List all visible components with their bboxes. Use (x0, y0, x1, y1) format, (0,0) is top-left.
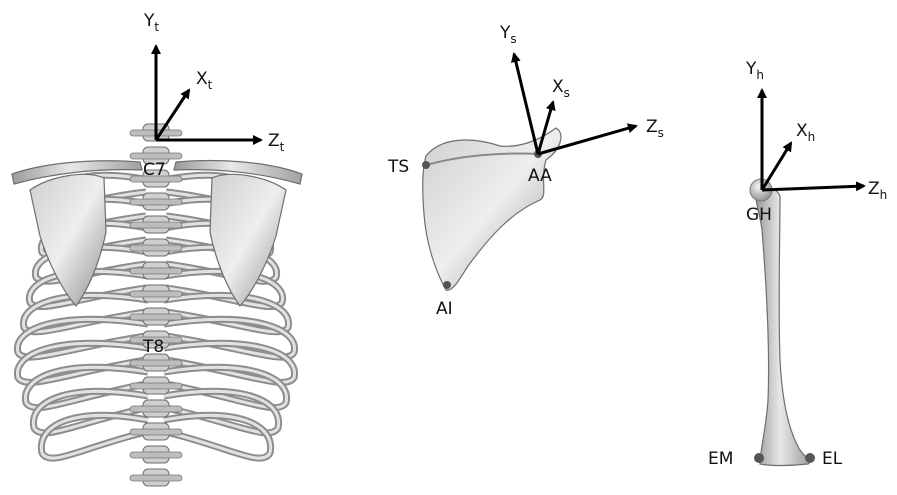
humerus-z-axis-label: Zh (868, 179, 887, 202)
vertebra-process (130, 406, 182, 412)
humerus-x-axis-arrow (762, 143, 791, 190)
vertebra-process (130, 268, 182, 274)
humerus-group: Yh Xh Zh GH EM EL (708, 59, 887, 469)
thorax-y-axis-label: Yt (143, 11, 159, 34)
vertebra-process (130, 245, 182, 251)
thorax-x-axis-label: Xt (196, 69, 213, 92)
landmark-label-ai: AI (436, 299, 453, 319)
humerus-shaft (756, 189, 809, 466)
vertebra-process (130, 222, 182, 228)
landmark-label-c7: C7 (143, 160, 166, 180)
vertebra-process (130, 291, 182, 297)
scapula-group: Ys Xs Zs TS AA AI (387, 23, 664, 319)
thorax-z-axis-label: Zt (268, 131, 285, 154)
vertebra-process (130, 452, 182, 458)
vertebra-process (130, 429, 182, 435)
landmark-point-em (754, 453, 764, 463)
vertebra-process (130, 199, 182, 205)
vertebra-process (130, 383, 182, 389)
landmark-label-aa: AA (528, 166, 552, 186)
vertebra-process (130, 475, 182, 481)
left-scapula (30, 174, 106, 306)
scapula-y-axis-arrow (514, 54, 538, 154)
landmark-point-ts (422, 161, 430, 169)
scapula-axes: Ys Xs Zs (499, 23, 664, 154)
landmark-point-el (805, 453, 815, 463)
humerus-x-axis-label: Xh (796, 121, 815, 144)
humerus-y-axis-label: Yh (745, 59, 764, 82)
vertebra-process (130, 360, 182, 366)
scapula-y-axis-label: Ys (499, 23, 517, 46)
landmark-label-t8: T8 (142, 337, 164, 357)
vertebra-process (130, 314, 182, 320)
thorax-group: Yt Xt Zt C7 T8 (12, 11, 302, 486)
landmark-point-ai (443, 281, 451, 289)
landmark-label-el: EL (822, 449, 843, 469)
landmark-label-gh: GH (746, 205, 772, 225)
humerus-z-axis-arrow (762, 186, 864, 190)
scapula-x-axis-label: Xs (552, 77, 570, 100)
scapula-z-axis-label: Zs (646, 117, 664, 140)
vertebra-process (130, 153, 182, 159)
landmark-label-ts: TS (387, 157, 409, 177)
landmark-label-em: EM (708, 449, 733, 469)
humerus-axes: Yh Xh Zh (745, 59, 887, 202)
